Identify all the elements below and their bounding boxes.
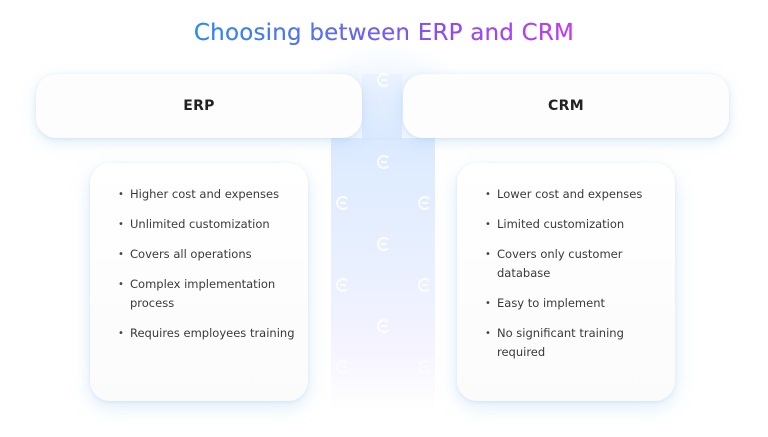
erp-header-label: ERP (183, 98, 215, 114)
bullet-icon: • (118, 249, 124, 260)
list-item: • Covers all operations (118, 245, 296, 264)
list-item-text: Complex implementation process (130, 277, 276, 310)
page-title: Choosing between ERP and CRM (0, 20, 768, 46)
list-item-text: Lower cost and expenses (497, 187, 643, 201)
list-item: • Requires employees training (118, 324, 296, 343)
e-logo-icon (377, 73, 391, 87)
e-logo-icon (336, 360, 350, 374)
list-item-text: Requires employees training (130, 326, 295, 340)
erp-header-card: ERP (36, 74, 362, 138)
bullet-icon: • (485, 328, 491, 339)
list-item: • Easy to implement (485, 294, 663, 313)
e-logo-icon (377, 237, 391, 251)
bullet-icon: • (485, 219, 491, 230)
crm-feature-list: • Lower cost and expenses • Limited custom… (485, 185, 663, 362)
bullet-icon: • (485, 189, 491, 200)
list-item: • No significant training required (485, 324, 663, 362)
list-item-text: Covers all operations (130, 247, 252, 261)
list-item: • Complex implementation process (118, 275, 296, 313)
list-item-text: Covers only customer database (497, 247, 623, 280)
list-item: • Lower cost and expenses (485, 185, 663, 204)
erp-list-card: • Higher cost and expenses • Unlimited cus… (90, 163, 308, 401)
e-logo-icon (418, 196, 432, 210)
list-item-text: Unlimited customization (130, 217, 270, 231)
page-title-text: Choosing between ERP and CRM (193, 20, 575, 46)
list-item: • Higher cost and expenses (118, 185, 296, 204)
erp-feature-list: • Higher cost and expenses • Unlimited cus… (118, 185, 296, 343)
crm-list-card: • Lower cost and expenses • Limited custom… (457, 163, 675, 401)
bullet-icon: • (485, 298, 491, 309)
list-item: • Limited customization (485, 215, 663, 234)
e-logo-icon (418, 360, 432, 374)
list-item: • Unlimited customization (118, 215, 296, 234)
list-item-text: Limited customization (497, 217, 625, 231)
e-logo-icon (336, 196, 350, 210)
bullet-icon: • (118, 279, 124, 290)
bullet-icon: • (118, 328, 124, 339)
list-item-text: Easy to implement (497, 296, 606, 310)
e-logo-icon (377, 155, 391, 169)
bullet-icon: • (118, 219, 124, 230)
e-logo-icon (418, 278, 432, 292)
e-logo-icon (377, 319, 391, 333)
crm-header-label: CRM (548, 98, 584, 114)
list-item: • Covers only customer database (485, 245, 663, 283)
list-item-text: Higher cost and expenses (130, 187, 280, 201)
crm-header-card: CRM (403, 74, 729, 138)
bullet-icon: • (118, 189, 124, 200)
bullet-icon: • (485, 249, 491, 260)
e-logo-icon (336, 278, 350, 292)
list-item-text: No significant training required (497, 326, 624, 359)
